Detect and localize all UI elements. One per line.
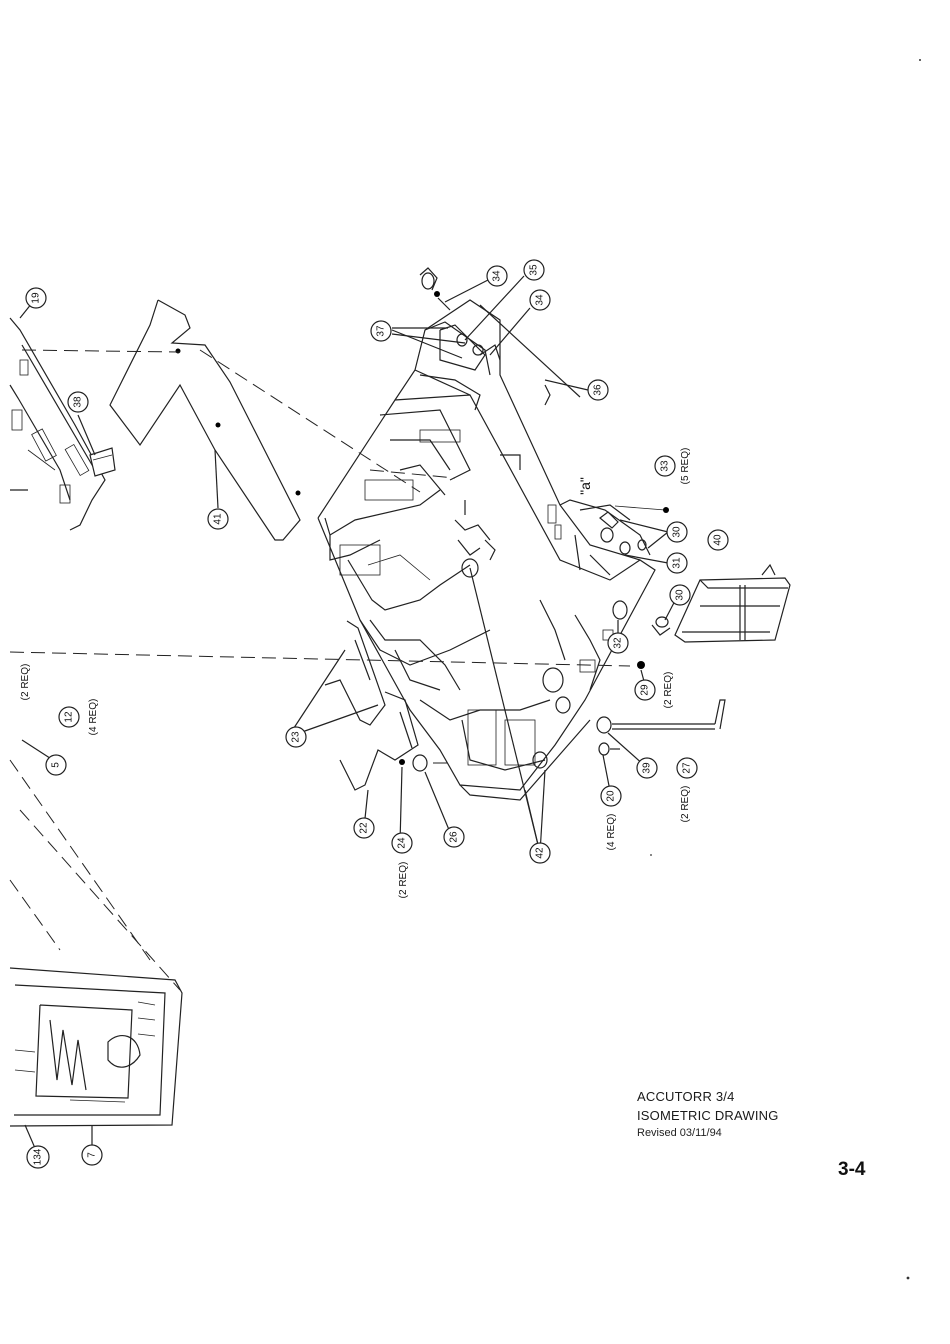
svg-text:41: 41 <box>213 513 224 525</box>
callout-31: 31 <box>667 553 687 573</box>
svg-text:42: 42 <box>535 847 546 859</box>
svg-text:20: 20 <box>606 790 617 802</box>
svg-text:35: 35 <box>529 264 540 276</box>
monitor-front-panel <box>10 968 182 1126</box>
callout-22: 22 <box>354 818 374 838</box>
quantity-33: (5 REQ) <box>680 448 691 485</box>
callout-20: 20 <box>601 786 621 806</box>
quantity-27: (2 REQ) <box>680 786 691 823</box>
exploded-view-lines <box>10 350 630 990</box>
svg-text:134: 134 <box>33 1148 44 1165</box>
svg-text:27: 27 <box>682 762 693 774</box>
callout-39: 39 <box>637 758 657 778</box>
svg-text:40: 40 <box>713 534 724 546</box>
bracket-plate <box>110 300 301 540</box>
brackets <box>325 621 450 790</box>
svg-text:12: 12 <box>64 711 75 723</box>
callout-38: 38 <box>68 392 88 412</box>
callout-12: 12 <box>59 707 79 727</box>
knob <box>420 268 450 310</box>
leader-lines <box>20 276 678 1155</box>
svg-text:38: 38 <box>73 396 84 408</box>
callout-33: 33 <box>655 456 675 476</box>
svg-text:29: 29 <box>640 684 651 696</box>
callout-29: 29 <box>635 680 655 700</box>
drawing-title: ISOMETRIC DRAWING <box>637 1106 857 1125</box>
revision-date: Revised 03/11/94 <box>637 1125 857 1141</box>
callout-30-lower: 30 <box>670 585 690 605</box>
svg-text:30: 30 <box>675 589 686 601</box>
svg-text:36: 36 <box>593 384 604 396</box>
svg-text:24: 24 <box>397 837 408 849</box>
callout-34-top: 34 <box>487 266 507 286</box>
callout-32: 32 <box>608 633 628 653</box>
callout-34-lower: 34 <box>530 290 550 310</box>
svg-text:7: 7 <box>87 1152 98 1158</box>
callout-37: 37 <box>371 321 391 341</box>
svg-text:23: 23 <box>291 731 302 743</box>
svg-text:37: 37 <box>376 325 387 337</box>
callout-24: 24 <box>392 833 412 853</box>
detail-label: "a" <box>577 477 593 495</box>
quantity-20: (4 REQ) <box>606 814 617 851</box>
callout-41: 41 <box>208 509 228 529</box>
quantity-12: (4 REQ) <box>88 699 99 736</box>
svg-text:34: 34 <box>492 270 503 282</box>
product-name: ACCUTORR 3/4 <box>637 1087 857 1106</box>
svg-text:26: 26 <box>449 831 460 843</box>
rod <box>597 700 725 755</box>
callout-27: 27 <box>677 758 697 778</box>
svg-text:39: 39 <box>642 762 653 774</box>
callout-23: 23 <box>286 727 306 747</box>
callout-134: 134 <box>27 1146 49 1168</box>
callout-30-top: 30 <box>667 522 687 542</box>
svg-text:19: 19 <box>31 292 42 304</box>
callout-19: 19 <box>26 288 46 308</box>
chassis <box>318 300 655 800</box>
callout-42: 42 <box>530 843 550 863</box>
callout-36: 36 <box>588 380 608 400</box>
callout-40: 40 <box>708 530 728 550</box>
svg-text:30: 30 <box>672 526 683 538</box>
svg-text:32: 32 <box>613 637 624 649</box>
quantity-left: (2 REQ) <box>20 664 31 701</box>
svg-text:5: 5 <box>51 762 62 768</box>
door <box>675 565 790 642</box>
callout-26: 26 <box>444 827 464 847</box>
svg-text:31: 31 <box>672 557 683 569</box>
svg-text:22: 22 <box>359 822 370 834</box>
quantity-24: (2 REQ) <box>398 862 409 899</box>
svg-text:33: 33 <box>660 460 671 472</box>
quantity-29: (2 REQ) <box>663 672 674 709</box>
callout-35: 35 <box>524 260 544 280</box>
svg-text:34: 34 <box>535 294 546 306</box>
callout-7: 7 <box>82 1145 102 1165</box>
title-block: ACCUTORR 3/4 ISOMETRIC DRAWING Revised 0… <box>637 1087 857 1141</box>
callout-5: 5 <box>46 755 66 775</box>
page-number: 3-4 <box>838 1159 865 1181</box>
